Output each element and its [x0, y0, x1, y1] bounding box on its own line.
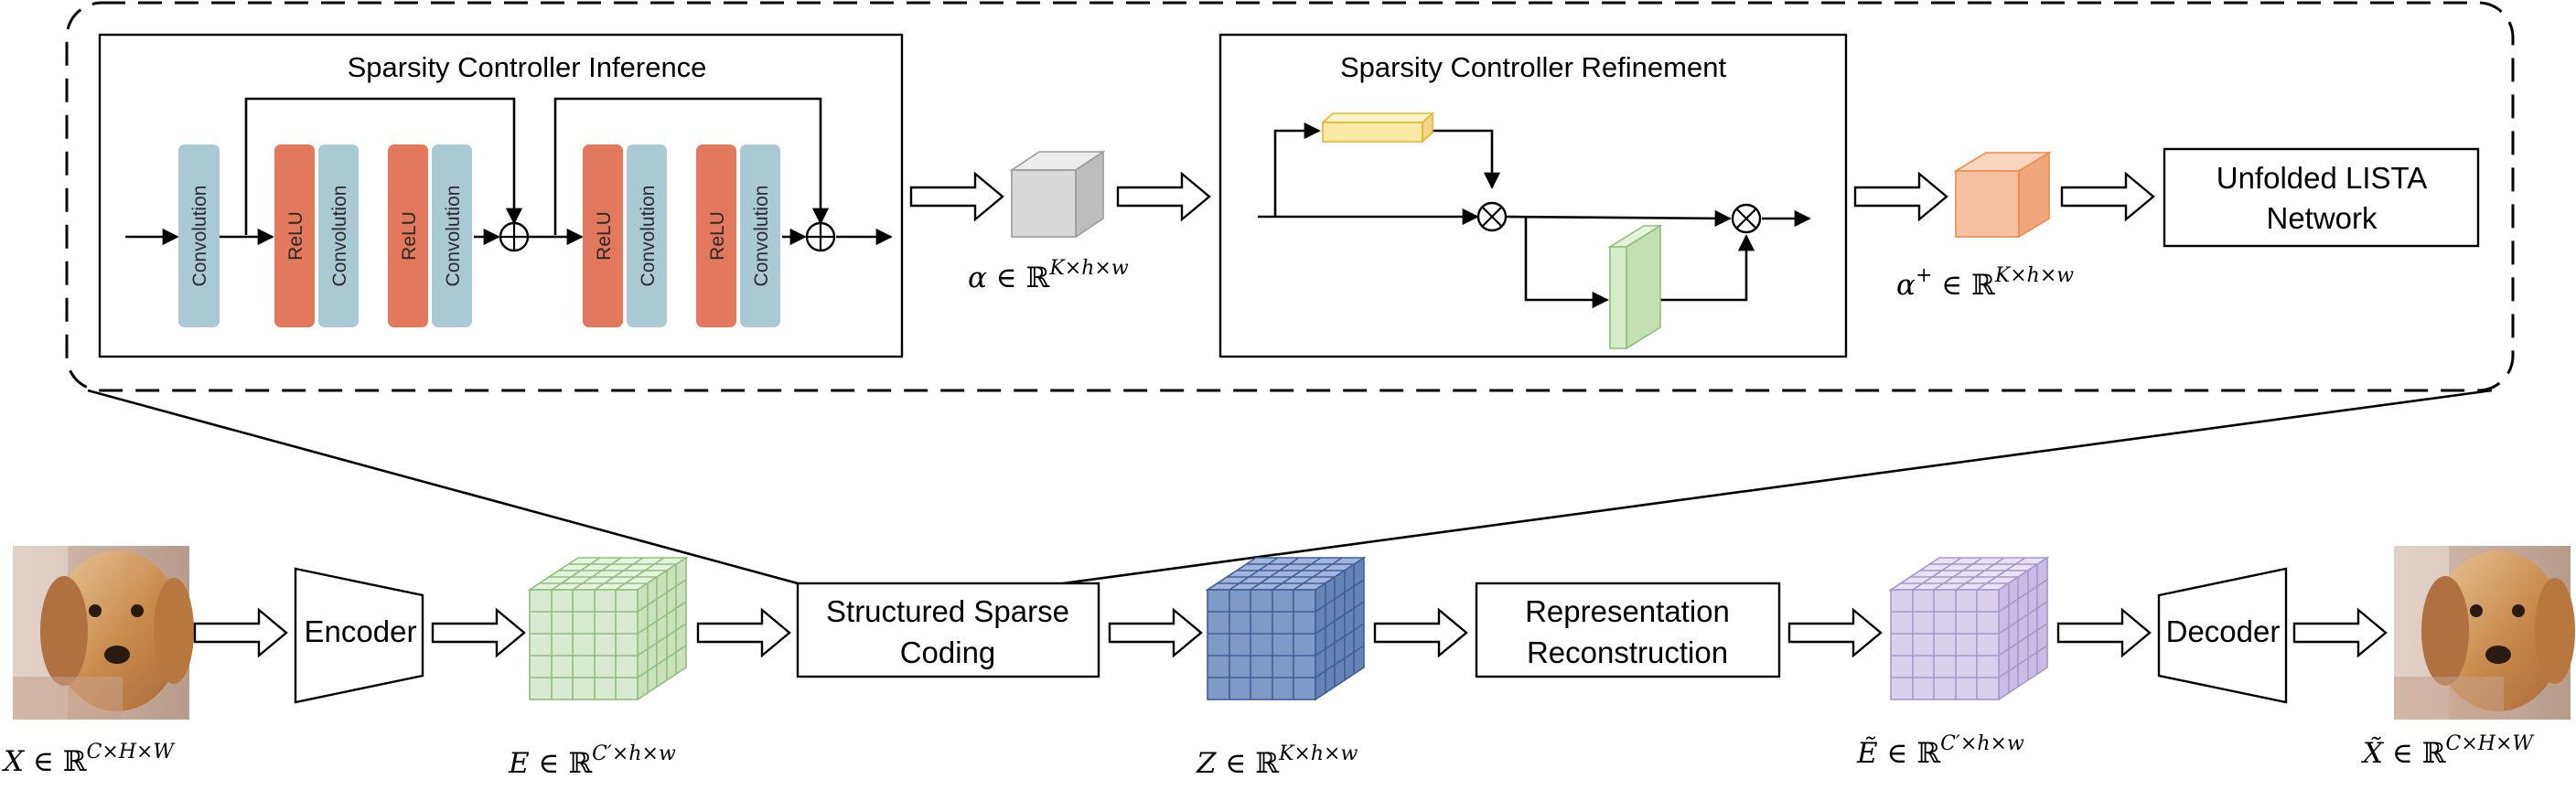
hollow-arrow — [2060, 171, 2155, 222]
conv-layer-5: Convolution — [740, 144, 780, 327]
circled-times-icon — [1476, 201, 1508, 232]
svg-text:ReLU: ReLU — [399, 211, 420, 261]
svg-text:Convolution: Convolution — [751, 186, 772, 287]
relu-layer-1: ReLU — [274, 144, 315, 327]
structured-sparse-coding-box: Structured Sparse Coding — [796, 582, 1100, 678]
hollow-arrow — [2056, 607, 2152, 658]
decoder-block: Decoder — [2157, 567, 2288, 704]
refinement-title: Sparsity Controller Refinement — [1340, 51, 1727, 83]
svg-text:Reconstruction: Reconstruction — [1527, 635, 1728, 669]
x-tilde-label: X̃ ∈ ℝC×H×W — [2361, 732, 2535, 770]
green-attention-block — [1607, 224, 1663, 350]
x-label: X ∈ ℝC×H×W — [2, 741, 176, 778]
circled-plus-icon — [499, 221, 530, 252]
alpha-plus-cube — [1953, 151, 2052, 239]
e-feature-cube — [527, 556, 689, 701]
svg-text:Coding: Coding — [900, 635, 996, 669]
alpha-plus-label: α+ ∈ ℝK×h×w — [1896, 264, 2074, 302]
yellow-attention-block — [1320, 112, 1435, 144]
svg-text:Convolution: Convolution — [329, 186, 350, 287]
relu-layer-2: ReLU — [388, 144, 428, 327]
z-code-cube — [1205, 556, 1367, 701]
conv-layer-3: Convolution — [432, 144, 472, 327]
conv-layer-2: Convolution — [318, 144, 359, 327]
hollow-arrow — [1787, 607, 1883, 658]
svg-text:ReLU: ReLU — [285, 211, 306, 261]
hollow-arrow — [1116, 171, 1211, 222]
alpha-cube — [1009, 150, 1106, 239]
inference-title: Sparsity Controller Inference — [348, 51, 707, 83]
alpha-label: α ∈ ℝK×h×w — [968, 257, 1129, 294]
hollow-arrow — [193, 607, 288, 658]
svg-text:Structured Sparse: Structured Sparse — [826, 594, 1069, 628]
e-tilde-label: Ẽ ∈ ℝC′×h×w — [1856, 732, 2024, 770]
hollow-arrow — [909, 171, 1004, 222]
svg-text:Convolution: Convolution — [638, 186, 659, 287]
hollow-arrow — [1853, 171, 1948, 222]
z-label: Z ∈ ℝK×h×w — [1196, 742, 1358, 780]
circled-plus-icon — [805, 221, 836, 252]
zoom-line-right — [1062, 389, 2493, 585]
svg-text:Representation: Representation — [1525, 594, 1730, 628]
e-tilde-feature-cube — [1888, 556, 2050, 701]
representation-reconstruction-box: Representation Reconstruction — [1475, 582, 1781, 678]
output-puppy-image — [2394, 546, 2575, 720]
svg-text:Decoder: Decoder — [2166, 614, 2281, 648]
conv-layer-1: Convolution — [178, 144, 220, 327]
relu-layer-4: ReLU — [696, 144, 736, 327]
svg-text:ReLU: ReLU — [707, 211, 728, 261]
svg-text:Convolution: Convolution — [443, 186, 464, 287]
relu-layer-3: ReLU — [583, 144, 623, 327]
hollow-arrow — [431, 607, 526, 658]
hollow-arrow — [2292, 607, 2388, 658]
input-puppy-image — [13, 546, 194, 720]
unfolded-lista-network-box: Unfolded LISTA Network — [2163, 147, 2480, 248]
hollow-arrow — [696, 607, 791, 658]
circled-times-icon — [1731, 203, 1762, 234]
svg-text:ReLU: ReLU — [594, 211, 615, 261]
hollow-arrow — [1373, 607, 1468, 658]
e-label: E ∈ ℝC′×h×w — [508, 742, 676, 780]
sparsity-controller-refinement-module: Sparsity Controller Refinement — [1218, 33, 1848, 358]
encoder-block: Encoder — [294, 567, 424, 704]
conv-layer-4: Convolution — [627, 144, 667, 327]
hollow-arrow — [1108, 607, 1203, 658]
svg-text:Unfolded LISTA: Unfolded LISTA — [2216, 161, 2428, 195]
svg-text:Network: Network — [2266, 201, 2377, 235]
expanded-region-dashed-outline — [65, 1, 2515, 392]
sparsity-controller-inference-module: Sparsity Controller Inference Convolutio… — [98, 33, 904, 358]
svg-text:Encoder: Encoder — [305, 614, 417, 648]
svg-text:Convolution: Convolution — [189, 186, 210, 287]
zoom-line-left — [87, 389, 799, 585]
